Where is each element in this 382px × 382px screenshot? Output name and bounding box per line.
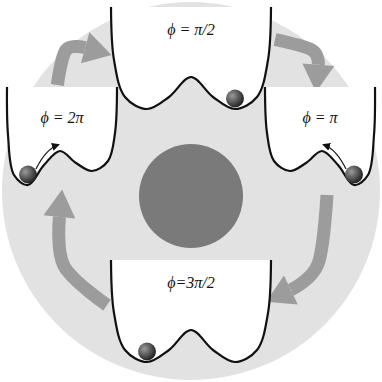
well-outline [4,85,120,195]
hop-arrow [36,145,58,169]
cycle-arrow [275,40,318,65]
potential-well: ϕ = 2π [4,85,120,195]
phase-label: ϕ = π [262,109,378,127]
cycle-arrow [57,47,85,85]
cycle-arrow [59,217,107,305]
ball [19,166,37,184]
potential-well: ϕ = π [262,85,378,195]
cycle-arrow [291,195,327,290]
hop-arrow [324,145,346,169]
potential-curve [7,87,117,185]
phase-label: ϕ = 2π [4,109,120,127]
outer-disc [2,2,380,380]
well-outline [262,85,378,195]
potential-well: ϕ=3π/2 [107,258,275,376]
potential-curve [265,87,375,185]
potential-well: ϕ = π/2 [107,5,275,120]
ball [138,343,156,361]
ball [345,166,363,184]
phase-label: ϕ = π/2 [107,21,275,39]
ball [226,90,244,108]
phase-label: ϕ=3π/2 [107,274,275,292]
center-disc [139,144,243,248]
